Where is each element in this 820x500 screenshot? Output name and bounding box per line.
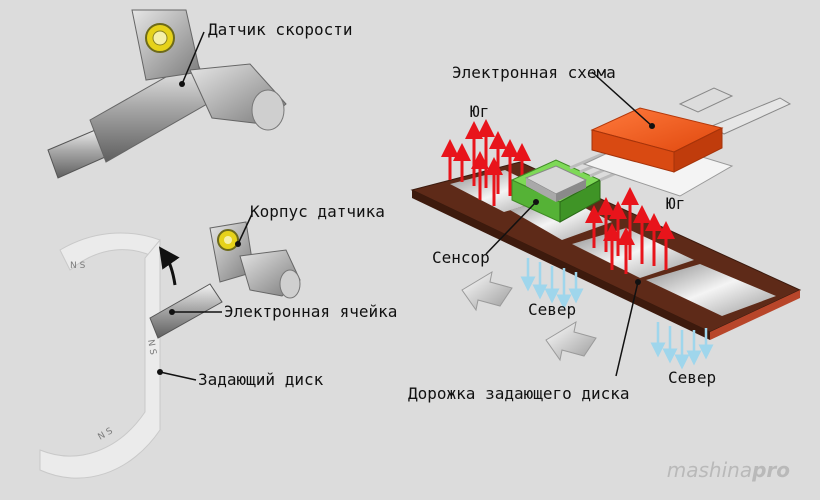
north-arrows-right <box>650 322 714 370</box>
leader-dots <box>157 81 655 375</box>
label-electronic-cell: Электронная ячейка <box>224 302 398 321</box>
label-speed-sensor: Датчик скорости <box>208 20 353 39</box>
label-south-1: Юг <box>470 102 490 121</box>
sensor-chip-illustration <box>510 159 602 223</box>
label-electronic-circuit: Электронная схема <box>452 63 616 82</box>
label-sensor-body: Корпус датчика <box>250 202 385 221</box>
label-south-2: Юг <box>666 194 686 213</box>
south-arrows-right <box>585 187 675 274</box>
electronic-circuit-illustration <box>582 87 792 197</box>
watermark-logo: mashinapro <box>666 458 790 482</box>
disk-letters: N S <box>70 261 86 271</box>
leader-lines <box>159 31 653 381</box>
disk-letters: N S <box>145 339 158 356</box>
label-master-disk: Задающий диск <box>198 370 324 389</box>
label-sensor: Сенсор <box>432 248 490 267</box>
label-north-1: Север <box>528 300 577 319</box>
disk-letters: N S <box>97 426 116 442</box>
north-arrows-left <box>520 258 584 310</box>
motion-arrows <box>461 270 597 362</box>
label-disk-track: Дорожка задающего диска <box>408 384 630 403</box>
label-north-2: Север <box>668 368 717 387</box>
master-disk-illustration: N S N S N S <box>39 232 180 479</box>
small-sensor-illustration <box>149 221 301 339</box>
